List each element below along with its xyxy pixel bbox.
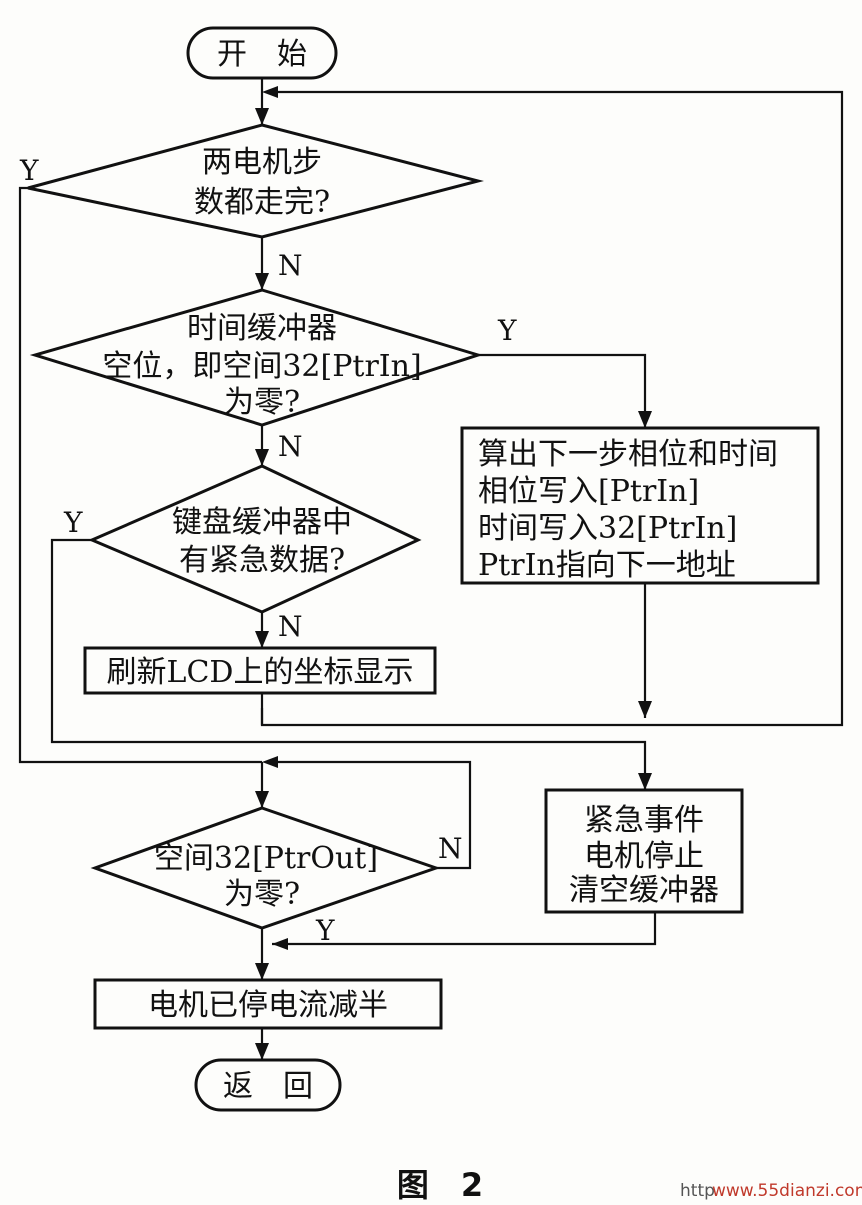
label-y-d1: Y bbox=[19, 154, 39, 187]
end-text: 返 回 bbox=[223, 1069, 313, 1104]
lcd-text: 刷新LCD上的坐标显示 bbox=[107, 655, 414, 690]
start-text: 开 始 bbox=[217, 37, 307, 72]
decision-buffer-line3: 为零? bbox=[224, 385, 300, 420]
watermark-prefix: http bbox=[680, 1181, 715, 1201]
emergency-line1: 紧急事件 bbox=[584, 803, 704, 838]
process-halve-current: 电机已停电流减半 bbox=[93, 978, 443, 1030]
label-n-d4: N bbox=[438, 832, 463, 865]
decision-time-buffer: 时间缓冲器 空位，即空间32[PtrIn] 为零? bbox=[29, 288, 484, 427]
arrowheads bbox=[255, 86, 652, 1060]
emergency-line2: 电机停止 bbox=[584, 839, 704, 874]
decision-buffer-line1: 时间缓冲器 bbox=[187, 311, 337, 346]
decision-ptrout: 空间32[PtrOut] 为零? bbox=[90, 806, 441, 930]
decision-steps-complete: 两电机步 数都走完? bbox=[27, 123, 484, 239]
emergency-line3: 清空缓冲器 bbox=[569, 873, 719, 908]
label-n-d3: N bbox=[278, 610, 303, 643]
label-n-d1: N bbox=[278, 249, 303, 282]
decision-keyboard-line1: 键盘缓冲器中 bbox=[172, 505, 352, 540]
start-terminator: 开 始 bbox=[186, 26, 338, 80]
process-refresh-lcd: 刷新LCD上的坐标显示 bbox=[83, 646, 437, 695]
figure-caption: 图 2 bbox=[397, 1166, 483, 1204]
label-y-d3: Y bbox=[63, 506, 83, 539]
calc-line3: 时间写入32[PtrIn] bbox=[478, 511, 737, 546]
decision-keyboard-buffer: 键盘缓冲器中 有紧急数据? bbox=[88, 464, 422, 614]
label-y-d2: Y bbox=[497, 314, 517, 347]
calc-line2: 相位写入[PtrIn] bbox=[478, 474, 699, 509]
watermark-site: www.55dianzi.com bbox=[712, 1181, 862, 1201]
label-y-d4: Y bbox=[315, 914, 335, 947]
branch-labels: Y N Y N Y N N Y bbox=[19, 154, 517, 947]
decision-keyboard-line2: 有紧急数据? bbox=[179, 543, 345, 578]
calc-line1: 算出下一步相位和时间 bbox=[478, 437, 778, 472]
decision-ptrout-line2: 为零? bbox=[224, 877, 300, 912]
calc-line4: PtrIn指向下一地址 bbox=[478, 548, 736, 583]
decision-steps-line1: 两电机步 bbox=[202, 145, 322, 180]
label-n-d2: N bbox=[278, 430, 303, 463]
process-emergency: 紧急事件 电机停止 清空缓冲器 bbox=[544, 788, 744, 914]
decision-steps-line2: 数都走完? bbox=[194, 185, 330, 220]
connectors bbox=[18, 78, 844, 1060]
halve-text: 电机已停电流减半 bbox=[148, 988, 388, 1023]
decision-ptrout-line1: 空间32[PtrOut] bbox=[154, 841, 378, 876]
process-calc-next-step: 算出下一步相位和时间 相位写入[PtrIn] 时间写入32[PtrIn] Ptr… bbox=[460, 426, 820, 585]
end-terminator: 返 回 bbox=[194, 1058, 342, 1112]
decision-buffer-line2: 空位，即空间32[PtrIn] bbox=[102, 349, 421, 384]
